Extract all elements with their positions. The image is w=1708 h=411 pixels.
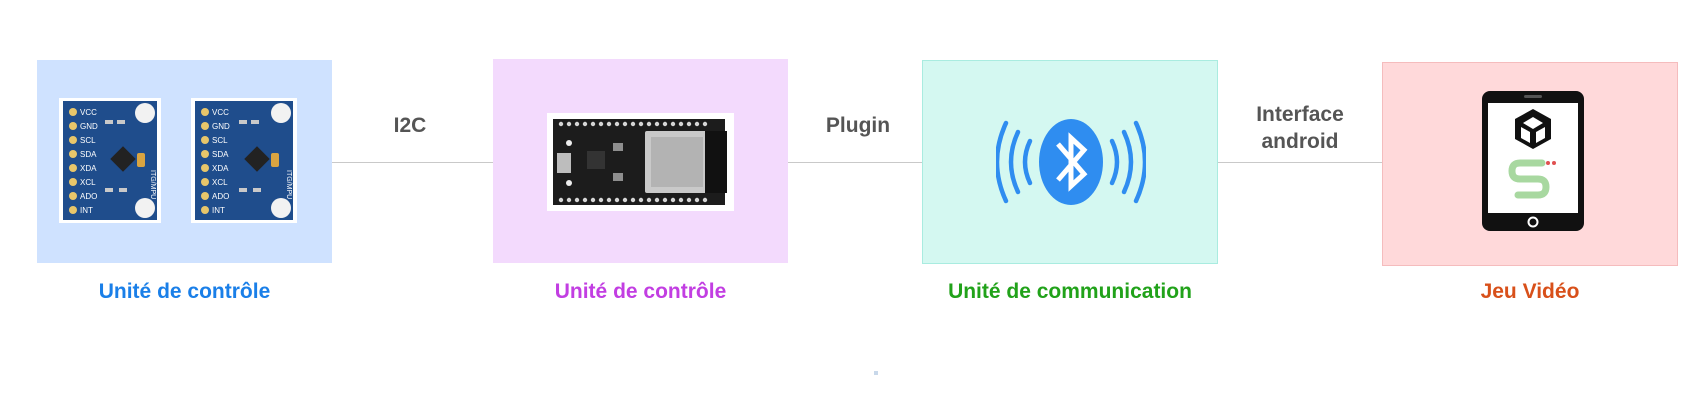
snake-game-icon bbox=[1508, 159, 1550, 199]
pin-label: SCL bbox=[212, 136, 228, 145]
node-box-communication bbox=[922, 60, 1218, 264]
pin-label: ADO bbox=[80, 192, 97, 201]
gyroscope-sensor-modules: VCC GND SCL SDA XDA XCL ADO INT ITG/MPU … bbox=[59, 98, 297, 223]
tablet-game-icon bbox=[1482, 91, 1584, 231]
unity-logo-icon bbox=[1515, 109, 1551, 149]
pin-label: XDA bbox=[80, 164, 97, 173]
pin-label: GND bbox=[80, 122, 98, 131]
signal-waves-left-icon bbox=[996, 120, 1033, 204]
pin-label: XCL bbox=[80, 178, 96, 187]
caption-control-unit-2: Unité de contrôle bbox=[554, 280, 727, 303]
caption-control-unit-1: Unité de contrôle bbox=[98, 280, 271, 303]
connector-line-3 bbox=[1216, 162, 1382, 163]
esp32-dev-board bbox=[547, 113, 734, 211]
pin-label: GND bbox=[212, 122, 230, 131]
pin-label: VCC bbox=[212, 108, 229, 117]
pin-label: INT bbox=[212, 206, 225, 215]
pin-label: INT bbox=[80, 206, 93, 215]
edge-label-plugin: Plugin bbox=[825, 114, 891, 137]
edge-label-line-1: Interface bbox=[1256, 103, 1344, 126]
node-box-sensors: VCC GND SCL SDA XDA XCL ADO INT ITG/MPU … bbox=[37, 60, 332, 263]
node-box-esp32 bbox=[493, 59, 788, 263]
pin-label: SCL bbox=[80, 136, 96, 145]
sensor-module-1: VCC GND SCL SDA XDA XCL ADO INT ITG/MPU bbox=[59, 98, 161, 223]
bluetooth-icon bbox=[996, 119, 1146, 205]
pin-label: SDA bbox=[212, 150, 229, 159]
edge-label-line-2: android bbox=[1261, 130, 1339, 153]
pin-label: SDA bbox=[80, 150, 97, 159]
connector-line-1 bbox=[331, 162, 493, 163]
sensor-module-2: VCC GND SCL SDA XDA XCL ADO INT ITG/MPU bbox=[191, 98, 297, 223]
edge-label-i2c: I2C bbox=[393, 114, 427, 137]
pin-label: ADO bbox=[212, 192, 229, 201]
caption-communication-unit: Unité de communication bbox=[948, 280, 1192, 303]
node-box-video-game bbox=[1382, 62, 1678, 266]
pin-label: XDA bbox=[212, 164, 229, 173]
connector-line-2 bbox=[786, 162, 922, 163]
edge-label-interface-android: Interface android bbox=[1240, 101, 1360, 155]
signal-waves-right-icon bbox=[1109, 120, 1146, 204]
chip-label: ITG/MPU bbox=[285, 170, 292, 199]
pin-label: XCL bbox=[212, 178, 228, 187]
stray-dot bbox=[874, 371, 878, 375]
chip-label: ITG/MPU bbox=[149, 170, 156, 199]
pin-label: VCC bbox=[80, 108, 97, 117]
caption-video-game: Jeu Vidéo bbox=[1480, 280, 1580, 303]
